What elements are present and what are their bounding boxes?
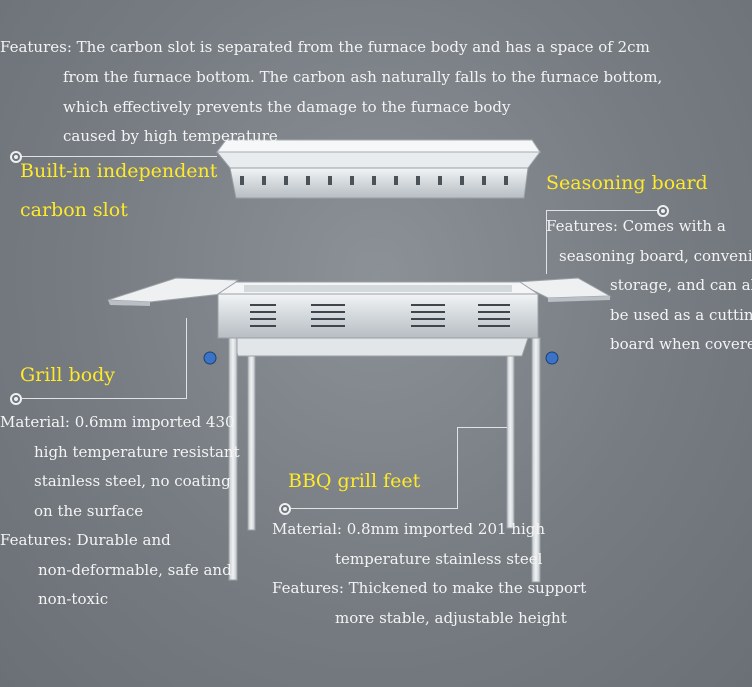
seasoning-board-line: board when covered <box>610 335 752 353</box>
grill-body-line: non-deformable, safe and <box>38 561 232 579</box>
carbon-slot-feature-line: caused by high temperature <box>63 127 278 145</box>
grill-body <box>203 281 559 365</box>
grill-body-leader-line <box>186 318 187 399</box>
grill-feet-leader-line <box>457 427 458 508</box>
grill-body-line: high temperature resistant <box>34 443 240 461</box>
grill-feet-marker <box>279 503 291 515</box>
seasoning-board-line: be used as a cutting <box>610 306 752 324</box>
grill-feet-leader-line <box>457 427 507 428</box>
seasoning-board-line: seasoning board, convenient <box>559 247 752 265</box>
grill-body-leader-line <box>22 398 186 399</box>
grill-feet-leader-line <box>290 508 458 509</box>
seasoning-board-line: storage, and can also <box>610 276 752 294</box>
seasoning-board-leader-line <box>546 210 657 211</box>
grill-body-line: non-toxic <box>38 590 109 608</box>
seasoning-board-line: Features: Comes with a <box>546 217 726 235</box>
carbon-slot-feature-line: from the furnace bottom. The carbon ash … <box>63 68 663 86</box>
seasoning-board-title: Seasoning board <box>546 172 708 194</box>
grill-feet-line: Material: 0.8mm imported 201 high <box>272 520 546 538</box>
grill-body-line: on the surface <box>34 502 144 520</box>
grill-feet <box>228 337 541 583</box>
grill-body-line: Material: 0.6mm imported 430 <box>0 413 235 431</box>
grill-body-title: Grill body <box>20 364 116 386</box>
carbon-slot-feature-line: which effectively prevents the damage to… <box>63 98 511 116</box>
seasoning-board-marker <box>657 205 669 217</box>
carbon-slot-title: carbon slot <box>20 199 128 221</box>
grill-feet-line: temperature stainless steel <box>335 550 543 568</box>
seasoning-board-leader-line <box>546 210 547 274</box>
seasoning-board-right <box>514 277 612 302</box>
grill-body-line: stainless steel, no coating <box>34 472 231 490</box>
carbon-slot-marker <box>10 151 22 163</box>
carbon-slot-tray <box>215 139 541 199</box>
grill-feet-line: more stable, adjustable height <box>335 609 567 627</box>
grill-body-marker <box>10 393 22 405</box>
carbon-slot-title: Built-in independent <box>20 160 218 182</box>
grill-feet-line: Features: Thickened to make the support <box>272 579 587 597</box>
grill-body-line: Features: Durable and <box>0 531 171 549</box>
grill-feet-title: BBQ grill feet <box>288 470 421 492</box>
carbon-slot-feature-line: Features: The carbon slot is separated f… <box>0 38 650 56</box>
carbon-slot-leader-line <box>22 156 217 157</box>
